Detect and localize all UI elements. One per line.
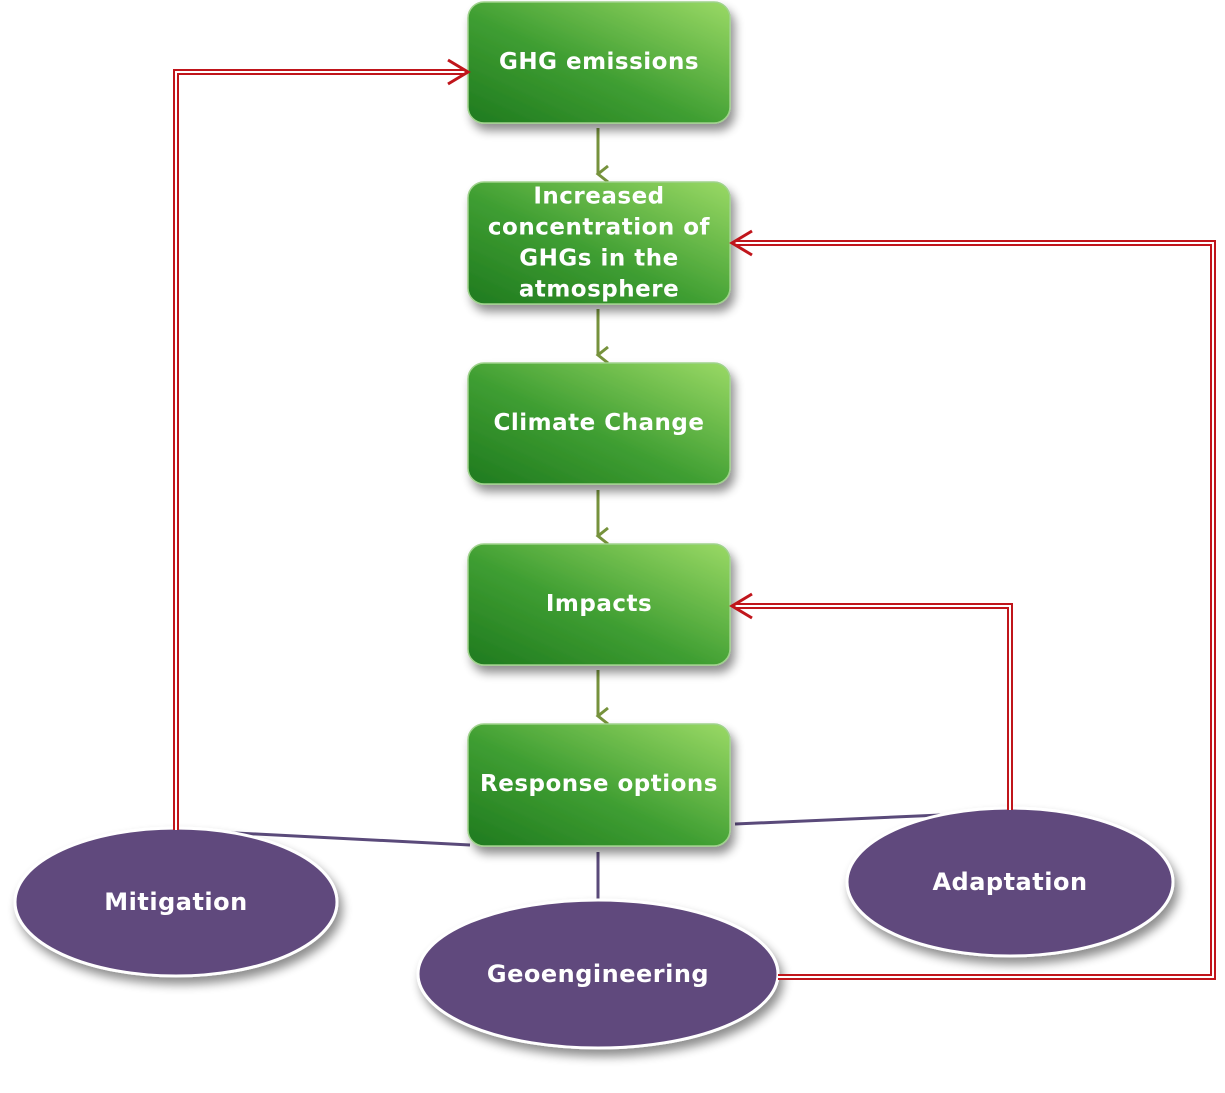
box-ghg-emissions: GHG emissions [467, 1, 731, 124]
feedback-mitigation-to-emissions [173, 58, 471, 830]
ellipse-mitigation: Mitigation [13, 826, 339, 978]
ellipse-adaptation: Adaptation [845, 806, 1175, 958]
ellipse-geoengineering-label: Geoengineering [487, 960, 709, 988]
feedback-adaptation-to-impacts [729, 592, 1013, 810]
increased-concentration-line-1: Increased [533, 183, 664, 209]
box-impacts: Impacts [467, 543, 731, 666]
increased-concentration-line-2: concentration of [488, 214, 711, 240]
ellipse-adaptation-label: Adaptation [932, 868, 1087, 896]
increased-concentration-line-3: GHGs in the [519, 245, 678, 271]
response-options-line-1: Response options [480, 771, 718, 797]
box-impacts-label: Impacts [546, 591, 652, 617]
box-climate-change-label: Climate Change [494, 410, 705, 436]
box-climate-change: Climate Change [467, 362, 731, 485]
box-response-options-label: Response options [480, 771, 718, 797]
box-increased-concentration: Increased concentration of GHGs in the atmo… [467, 181, 731, 305]
ellipse-geoengineering: Geoengineering [416, 898, 780, 1050]
increased-concentration-line-4: atmosphere [519, 276, 679, 302]
climate-change-line-1: Climate Change [494, 410, 705, 436]
box-response-options: Response options [467, 723, 731, 847]
feedback-arrows [173, 58, 1216, 980]
ellipse-mitigation-label: Mitigation [104, 888, 247, 916]
feedback-geoengineering-to-concentration [729, 229, 1216, 980]
ghg-emissions-line-1: GHG emissions [499, 49, 699, 75]
impacts-line-1: Impacts [546, 591, 652, 617]
box-increased-concentration-label: Increased concentration of GHGs in the atmo… [488, 183, 711, 302]
box-ghg-emissions-label: GHG emissions [499, 49, 699, 75]
